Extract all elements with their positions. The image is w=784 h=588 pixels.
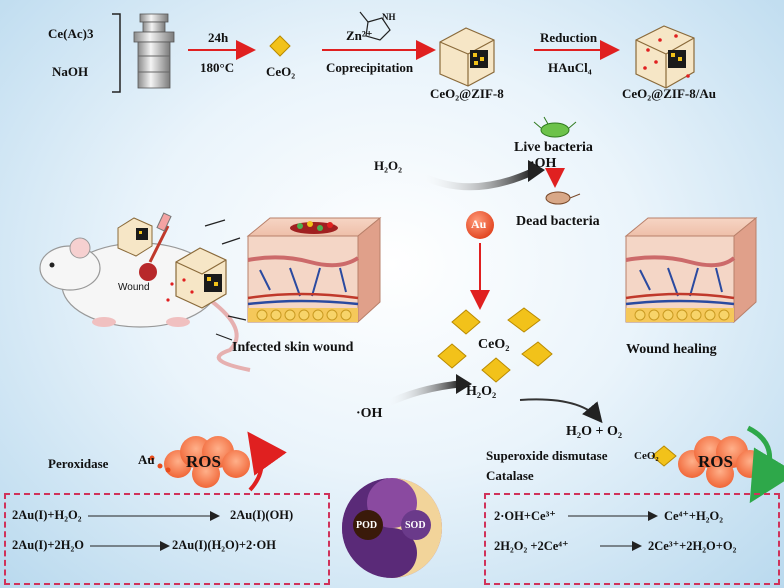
- label-superoxide-dismutase: Superoxide dismutase: [486, 448, 608, 463]
- eq-left-1-products: 2Au(I)(OH): [230, 508, 294, 522]
- arrow-ros-up-left: [247, 431, 287, 492]
- label-h2o2-center: H₂O₂: [466, 384, 497, 399]
- label-wound-healing: Wound healing: [626, 342, 717, 357]
- yin-yang-icon: [342, 478, 442, 578]
- ceo2-cube-icon: [269, 35, 291, 57]
- mouse-cube-small-icon: [117, 217, 153, 257]
- label-haucl4: HAuCl₄: [548, 60, 592, 75]
- arrow-ros-down-right: [746, 425, 784, 504]
- label-wound: Wound: [118, 282, 150, 293]
- label-dead-bacteria: Dead bacteria: [516, 214, 600, 229]
- label-time: 24h: [208, 30, 229, 45]
- right-equation-box: [484, 493, 780, 585]
- label-catalase: Catalase: [486, 468, 534, 483]
- label-ceo2-catalyst: CeO₂: [634, 450, 659, 462]
- label-ceo2: CeO₂: [266, 64, 296, 79]
- ceo2-nanocube-cluster-icon: [437, 307, 553, 383]
- label-coprecipitation: Coprecipitation: [326, 60, 414, 75]
- au-dots-icon: [149, 455, 171, 473]
- label-ros-right: ROS: [698, 452, 733, 471]
- reagent-bracket: [112, 13, 121, 93]
- au-nanoparticle-icon: [466, 211, 494, 239]
- reagent-naoh: NaOH: [52, 64, 89, 79]
- label-ceo2-zif8-au: CeO₂@ZIF-8/Au: [622, 86, 716, 101]
- wound-spot: [139, 263, 157, 281]
- eq-left-2-reactants: 2Au(I)+2H₂O: [12, 538, 84, 552]
- syringe-icon: [148, 212, 172, 263]
- motion-lines: [204, 219, 247, 341]
- label-ceo2-zif8: CeO₂@ZIF-8: [430, 86, 504, 101]
- label-au-ball: Au: [471, 217, 487, 231]
- label-oh-radical-top: ·OH: [530, 156, 557, 171]
- imidazole-icon: [359, 11, 391, 41]
- eq-left-2-products: 2Au(I)(H₂O)+2·OH: [172, 538, 276, 552]
- label-live-bacteria: Live bacteria: [514, 140, 593, 155]
- label-h2o-o2: H₂O + O₂: [566, 424, 623, 439]
- label-temperature: 180°C: [200, 60, 235, 75]
- reagent-ceac3: Ce(Ac)3: [48, 26, 94, 41]
- label-peroxidase: Peroxidase: [48, 456, 109, 471]
- eq-right-2-reactants: 2H₂O₂ +2Ce⁴⁺: [494, 539, 569, 553]
- label-au-peroxidase: Au: [138, 452, 155, 467]
- left-equation-box: [4, 493, 330, 585]
- ceo2-zif8-cube-icon: [439, 27, 495, 87]
- eq-left-1-reactants: 2Au(I)+H₂O₂: [12, 508, 82, 522]
- healed-skin-block-icon: [624, 216, 758, 324]
- label-ceo2-center: CeO₂: [478, 337, 510, 352]
- arrow-oh-to-h2o2: [384, 380, 461, 408]
- label-imidazole-nh: NH: [382, 12, 396, 22]
- label-ros-left: ROS: [186, 452, 221, 471]
- infected-skin-block-icon: [246, 216, 382, 324]
- autoclave-icon: [133, 13, 175, 89]
- eq-right-1-products: Ce⁴⁺+H₂O₂: [664, 509, 723, 523]
- ceo2-catalyst-cube-icon: [651, 445, 677, 467]
- label-zn-ion: Zn²⁺: [346, 28, 373, 43]
- label-reduction: Reduction: [540, 30, 598, 45]
- mouse-cube-large-icon: [166, 247, 227, 309]
- dead-bacteria-icon: [545, 191, 581, 205]
- arrow-h2o2-to-products: [519, 398, 603, 424]
- eq-right-2-products: 2Ce³⁺+2H₂O+O₂: [648, 539, 737, 553]
- eq-right-1-reactants: 2·OH+Ce³⁺: [494, 509, 556, 523]
- arrow-h2o2-to-oh: [418, 168, 534, 191]
- ceo2-zif8-au-cube-icon: [635, 25, 695, 89]
- label-h2o2-top: H₂O₂: [374, 158, 403, 173]
- ros-cloud-left-icon: [164, 436, 250, 488]
- label-infected-skin-wound: Infected skin wound: [232, 340, 354, 355]
- label-pod: POD: [356, 520, 378, 531]
- ros-cloud-right-icon: [678, 436, 764, 488]
- label-sod: SOD: [405, 520, 426, 531]
- live-bacteria-icon: [533, 116, 577, 138]
- label-oh-center: ·OH: [356, 406, 383, 421]
